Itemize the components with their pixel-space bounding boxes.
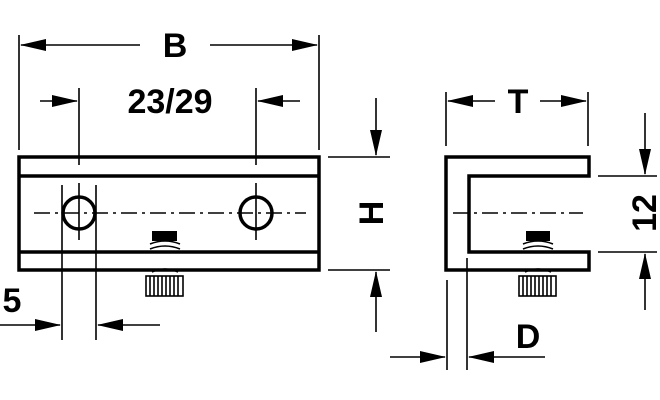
dimension-b: B xyxy=(18,27,320,150)
dimension-h: H xyxy=(328,98,391,332)
dimension-d: D xyxy=(390,258,545,370)
dimension-t: T xyxy=(445,83,589,146)
side-view xyxy=(444,155,591,297)
side-profile-outline xyxy=(444,155,591,272)
dimension-gap: 12 xyxy=(598,113,660,310)
dimension-b-label: B xyxy=(163,27,188,65)
dimension-d-label: D xyxy=(516,318,541,356)
dimension-t-label: T xyxy=(508,83,529,121)
dimension-gap-label: 12 xyxy=(626,194,660,232)
dimension-hole-spacing-label: 23/29 xyxy=(127,83,212,121)
dimension-h-label: H xyxy=(353,201,391,226)
front-view xyxy=(17,155,321,297)
clamp-screw-icon xyxy=(145,231,184,297)
dimension-hole-spacing: 23/29 xyxy=(40,83,300,165)
dimension-hole-offset-label: 5 xyxy=(3,282,22,320)
clamp-screw-icon xyxy=(518,231,557,297)
dimension-hole-offset: 5 xyxy=(0,185,160,340)
